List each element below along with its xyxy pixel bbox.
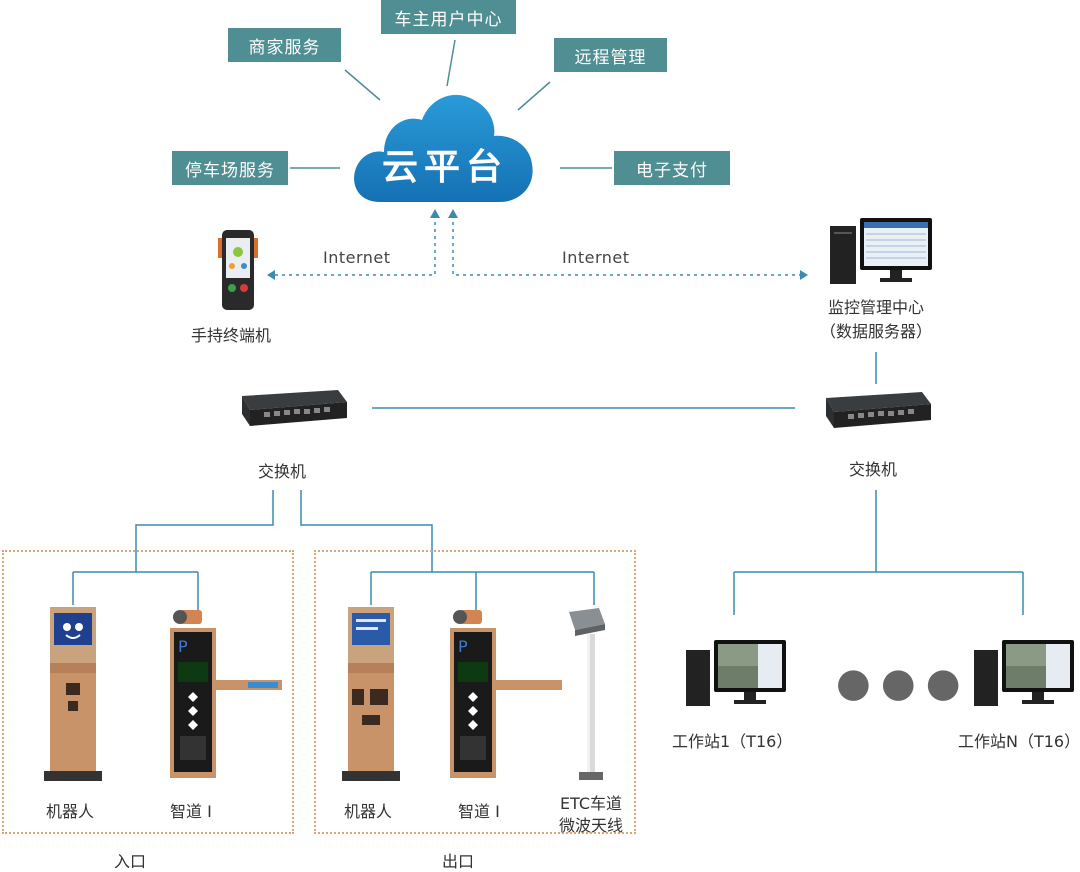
etc-label-line2: 微波天线 [558, 816, 623, 835]
svg-text:P: P [458, 637, 468, 656]
switch-right-icon [826, 392, 931, 428]
server-pc-icon [830, 218, 932, 284]
robot-kiosk-exit-icon [342, 607, 400, 781]
workstation-1-label: 工作站1（T16） [672, 732, 793, 751]
monitor-center-label-line2: （数据服务器） [819, 322, 932, 341]
remote-management-box: 远程管理 [554, 38, 667, 72]
switch-left-icon [242, 390, 347, 426]
exit-zone-label: 出口 [442, 852, 475, 871]
gate-entry-label: 智道 I [170, 802, 212, 821]
switch-left-label: 交换机 [258, 462, 307, 481]
cloud-icon [354, 94, 533, 202]
merchant-service-box: 商家服务 [228, 28, 341, 62]
robot-kiosk-entry-icon [44, 607, 102, 781]
svg-text:P: P [178, 637, 188, 656]
robot-entry-label: 机器人 [46, 802, 95, 821]
barrier-gate-entry-icon: P [170, 610, 282, 778]
internet-label-left: Internet [323, 248, 391, 267]
barrier-gate-exit-icon: P [450, 610, 562, 778]
internet-label-right: Internet [562, 248, 630, 267]
handheld-terminal-icon [218, 230, 258, 310]
exit-zone [314, 550, 636, 834]
cloud-platform-label: 云平台 [381, 147, 508, 188]
workstation-1-icon [686, 640, 786, 706]
robot-exit-label: 机器人 [344, 802, 393, 821]
parking-service-box: 停车场服务 [172, 151, 288, 185]
workstation-n-label: 工作站N（T16） [958, 732, 1080, 751]
workstation-n-icon [974, 640, 1074, 706]
ellipsis-dots: ●●● [836, 660, 971, 706]
monitor-center-label-line1: 监控管理中心 [827, 298, 924, 317]
etc-label-line1: ETC车道 [559, 794, 623, 813]
epay-box: 电子支付 [614, 151, 730, 185]
handheld-terminal-label: 手持终端机 [191, 326, 272, 345]
owner-center-box: 车主用户中心 [381, 0, 516, 34]
etc-antenna-icon [569, 608, 605, 780]
gate-exit-label: 智道 I [458, 802, 500, 821]
entry-zone-label: 入口 [114, 852, 147, 871]
switch-right-label: 交换机 [849, 460, 898, 479]
entry-zone [2, 550, 294, 834]
